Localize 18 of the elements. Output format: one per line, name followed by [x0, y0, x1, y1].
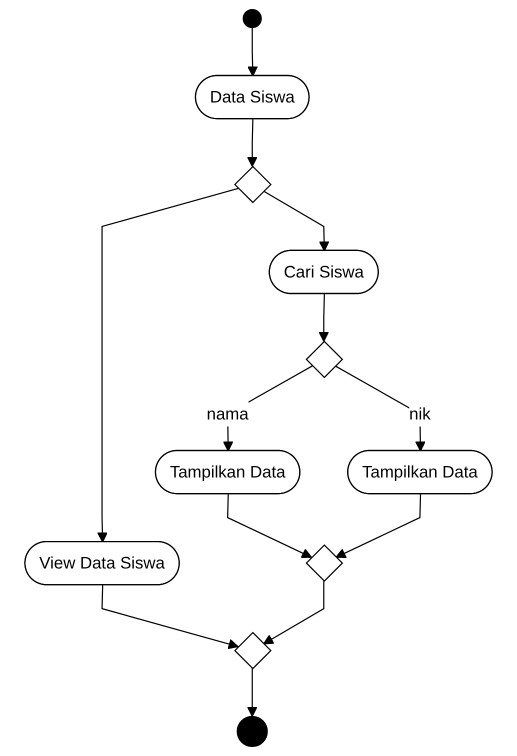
arrow: [263, 581, 324, 644]
edge-label: nama: [206, 404, 249, 423]
node-diamond: [234, 632, 272, 670]
arrow: [97, 188, 238, 543]
arrow: [246, 119, 258, 168]
arrow: [246, 668, 258, 717]
arrow: [318, 294, 330, 342]
node-circle: [236, 716, 268, 748]
arrow: [247, 28, 258, 77]
edge-label: nik: [409, 404, 431, 423]
arrow: [263, 190, 330, 252]
node-circle: [242, 8, 262, 28]
node-diamond: [306, 340, 344, 378]
node-diamond: [234, 166, 272, 204]
arrow: [336, 494, 422, 558]
node-diamond: [306, 544, 344, 582]
arrow: [101, 585, 239, 650]
arrow: [227, 494, 312, 558]
